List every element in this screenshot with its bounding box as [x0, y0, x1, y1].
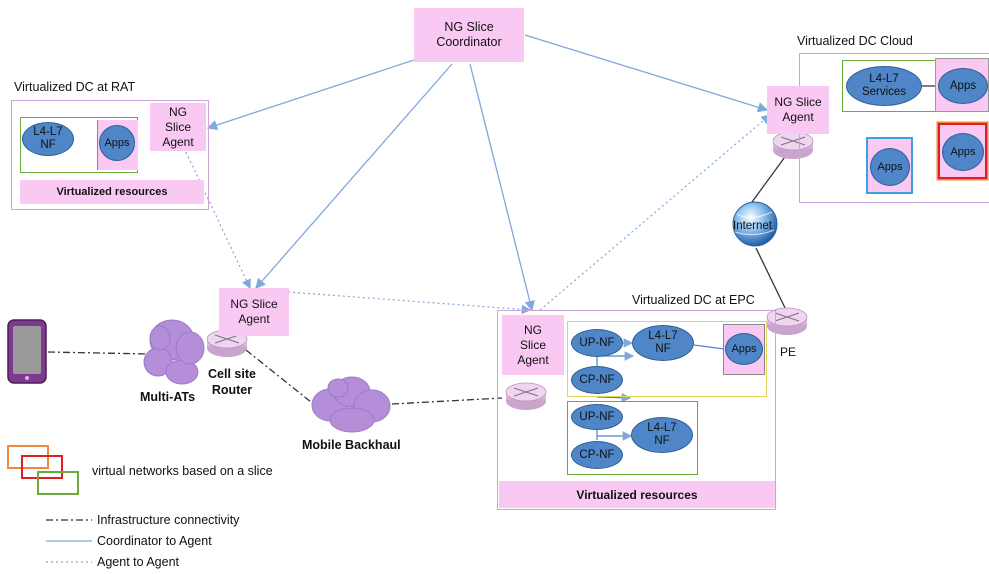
slice-coordinator: NG Slice Coordinator: [414, 8, 524, 62]
epc-l4l7-nf-2: L4-L7 NF: [631, 417, 693, 453]
epc-up-nf-2: UP-NF: [571, 404, 623, 430]
cloud-apps-2: Apps: [870, 148, 910, 186]
epc-cp-nf-1: CP-NF: [571, 366, 623, 394]
mobile-backhaul-label: Mobile Backhaul: [302, 438, 401, 452]
coord-to-cell-line: [255, 63, 453, 289]
pe-router-icon: [766, 307, 808, 335]
legend-infra-text: Infrastructure connectivity: [97, 513, 240, 527]
epc-up-nf-1: UP-NF: [571, 329, 623, 357]
epc-to-cloud-dotted: [539, 114, 771, 311]
multi-ats-label: Multi-ATs: [140, 390, 196, 404]
cp-down-arrow: [596, 392, 632, 403]
pe-label: PE: [780, 345, 797, 359]
rat-slice-agent: NG Slice Agent: [150, 103, 206, 151]
rat-to-cell-dotted: [185, 151, 251, 290]
legend-slices-text: virtual networks based on a slice: [92, 464, 273, 478]
cloud-l4l7-services: L4-L7 Services: [846, 66, 922, 106]
internet-globe-icon: [732, 201, 778, 247]
cloud-services-box: [842, 60, 989, 112]
l4-to-apps-line: [693, 344, 725, 350]
epc-slice-yellow-box: [567, 321, 767, 397]
legend-slice-red: [21, 455, 63, 479]
cloud-apps-3: Apps: [942, 133, 984, 171]
phone-to-cloud-line: [47, 351, 151, 355]
coord-to-epc-line: [469, 63, 535, 312]
coord-to-cloud-line: [524, 34, 769, 113]
backhaul-to-epc-line: [391, 397, 503, 405]
cell-to-epc-dotted: [287, 291, 532, 315]
legend-coord-text: Coordinator to Agent: [97, 534, 212, 548]
phone-icon: [7, 319, 47, 384]
legend-slice-green: [37, 471, 79, 495]
epc-slice-green-box: [567, 401, 698, 475]
internet-to-pe: [755, 247, 788, 313]
cloud-slice-agent: NG Slice Agent: [767, 86, 829, 134]
epc-l4l7-nf-1: L4-L7 NF: [632, 325, 694, 361]
cell-site-slice-agent: NG Slice Agent: [219, 288, 289, 336]
rat-dc-frame: [11, 100, 209, 210]
router-to-backhaul-line: [245, 349, 317, 407]
rat-dc-title: Virtualized DC at RAT: [14, 80, 136, 94]
epc-virtualized-resources: Virtualized resources: [499, 481, 775, 508]
coord-to-rat-line: [206, 57, 421, 131]
internet-label: Internet: [733, 220, 772, 232]
rat-l4l7-nf: L4-L7 NF: [22, 122, 74, 156]
cloud-dc-title: Virtualized DC Cloud: [797, 34, 913, 48]
rat-apps: Apps: [99, 125, 135, 161]
cell-site-router-label: Cell site Router: [208, 367, 256, 397]
epc-slice-agent: NG Slice Agent: [502, 315, 564, 375]
rat-virtualized-resources: Virtualized resources: [20, 180, 204, 204]
epc-dc-title: Virtualized DC at EPC: [632, 293, 755, 307]
legend-agent-text: Agent to Agent: [97, 555, 180, 569]
cloud-apps-1: Apps: [938, 68, 988, 104]
backhaul-cloud: [311, 376, 391, 433]
epc-cp-nf-2: CP-NF: [571, 441, 623, 469]
internet-to-cloud-router: [751, 149, 791, 203]
multi-ats-cloud: [143, 319, 205, 385]
epc-apps: Apps: [725, 333, 763, 365]
epc-dc-frame: [497, 310, 776, 510]
epc-router-icon: [505, 382, 547, 410]
